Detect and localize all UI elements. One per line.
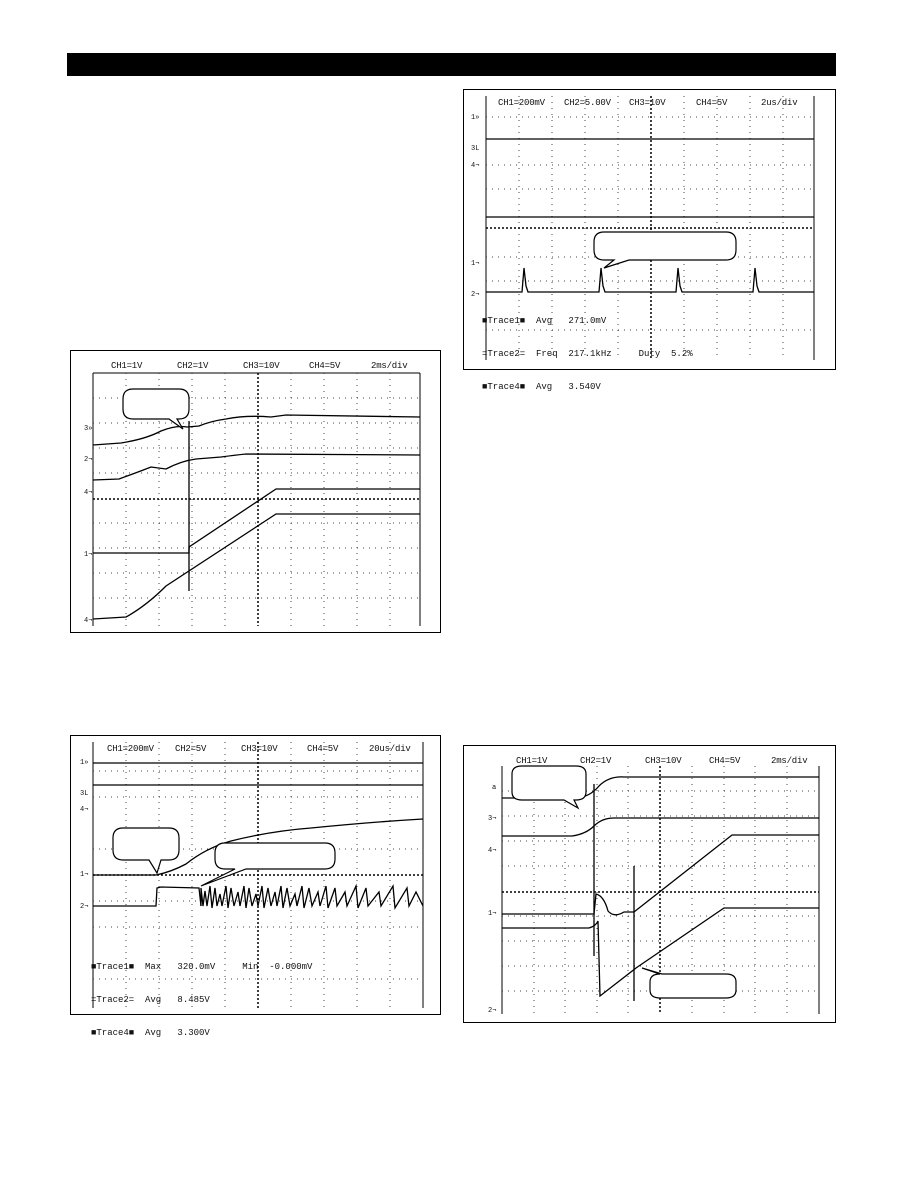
trace-marker: 3» xyxy=(84,425,93,433)
trace-marker: 4¬ xyxy=(471,162,480,170)
measurement-line: =Trace2= Avg 8.485V xyxy=(91,995,210,1005)
ch3-scale: CH3=10V xyxy=(243,361,280,371)
ch1-scale: CH1=1V xyxy=(111,361,143,371)
measurement-line: ■Trace1■ Max 320.0mV Min -0.000mV xyxy=(91,962,313,972)
measurement-line: ■Trace4■ Avg 3.540V xyxy=(482,382,601,392)
trace-marker: 2¬ xyxy=(471,291,480,299)
measurement-line: =Trace2= Freq 217.1kHz Duty 5.2% xyxy=(482,349,693,359)
ch4-scale: CH4=5V xyxy=(309,361,341,371)
section-header-bar xyxy=(67,53,836,76)
ch3-scale: CH3=10V xyxy=(629,98,666,108)
callout-bubble xyxy=(200,842,336,887)
ch2-scale: CH2=5V xyxy=(175,744,207,754)
trace-marker: 3¬ xyxy=(488,815,497,823)
callout-bubble xyxy=(112,827,180,875)
trace-marker: 2¬ xyxy=(80,903,89,911)
ch4-scale: CH4=5V xyxy=(696,98,728,108)
scope-plot xyxy=(92,372,421,626)
callout-bubble xyxy=(593,231,737,269)
callout-bubble xyxy=(641,967,737,999)
ch4-scale: CH4=5V xyxy=(709,756,741,766)
ch3-scale: CH3=10V xyxy=(645,756,682,766)
trace-marker: 3L xyxy=(471,145,480,153)
scope-capture-shutdown: CH1=1V CH2=1V CH3=10V CH4=5V 2ms/div a 3… xyxy=(463,745,836,1023)
trace-marker: 3L xyxy=(80,790,89,798)
measurement-readout: ■Trace1■ Avg 271.0mV =Trace2= Freq 217.1… xyxy=(482,294,693,415)
ch1-scale: CH1=200mV xyxy=(107,744,154,754)
timebase: 2us/div xyxy=(761,98,798,108)
trace-marker: 4¬ xyxy=(84,617,93,625)
measurement-readout: ■Trace1■ Max 320.0mV Min -0.000mV =Trace… xyxy=(91,940,312,1061)
callout-bubble xyxy=(511,765,587,810)
timebase: 20us/div xyxy=(369,744,411,754)
trace-marker: 1¬ xyxy=(471,260,480,268)
trace-marker: 4¬ xyxy=(84,489,93,497)
scope-capture-startup: CH1=1V CH2=1V CH3=10V CH4=5V 2ms/div 3» … xyxy=(70,350,441,633)
ch2-scale: CH2=5.00V xyxy=(564,98,611,108)
trace-marker: 1¬ xyxy=(80,871,89,879)
measurement-line: ■Trace1■ Avg 271.0mV xyxy=(482,316,607,326)
scope-plot xyxy=(485,96,815,360)
ch1-scale: CH1=1V xyxy=(516,756,548,766)
scope-plot xyxy=(92,742,424,1008)
timebase: 2ms/div xyxy=(371,361,408,371)
ch1-scale: CH1=200mV xyxy=(498,98,545,108)
trace-marker: 2¬ xyxy=(488,1007,497,1015)
trace-marker: 2¬ xyxy=(84,456,93,464)
scope-capture-softstart: CH1=200mV CH2=5V CH3=10V CH4=5V 20us/div… xyxy=(70,735,441,1038)
scope-capture-switching: CH1=200mV CH2=5.00V CH3=10V CH4=5V 2us/d… xyxy=(463,89,836,392)
scope-plot xyxy=(501,765,820,1014)
trace-marker: 4¬ xyxy=(488,847,497,855)
ch2-scale: CH2=1V xyxy=(177,361,209,371)
trace-marker: 1¬ xyxy=(84,551,93,559)
ch3-scale: CH3=10V xyxy=(241,744,278,754)
trace-marker: a xyxy=(492,784,497,792)
ch4-scale: CH4=5V xyxy=(307,744,339,754)
callout-bubble xyxy=(122,388,190,430)
measurement-line: ■Trace4■ Avg 3.300V xyxy=(91,1028,210,1038)
timebase: 2ms/div xyxy=(771,756,808,766)
trace-marker: 1» xyxy=(80,759,89,767)
ch2-scale: CH2=1V xyxy=(580,756,612,766)
trace-marker: 1» xyxy=(471,114,480,122)
trace-marker: 1¬ xyxy=(488,910,497,918)
trace-marker: 4¬ xyxy=(80,806,89,814)
